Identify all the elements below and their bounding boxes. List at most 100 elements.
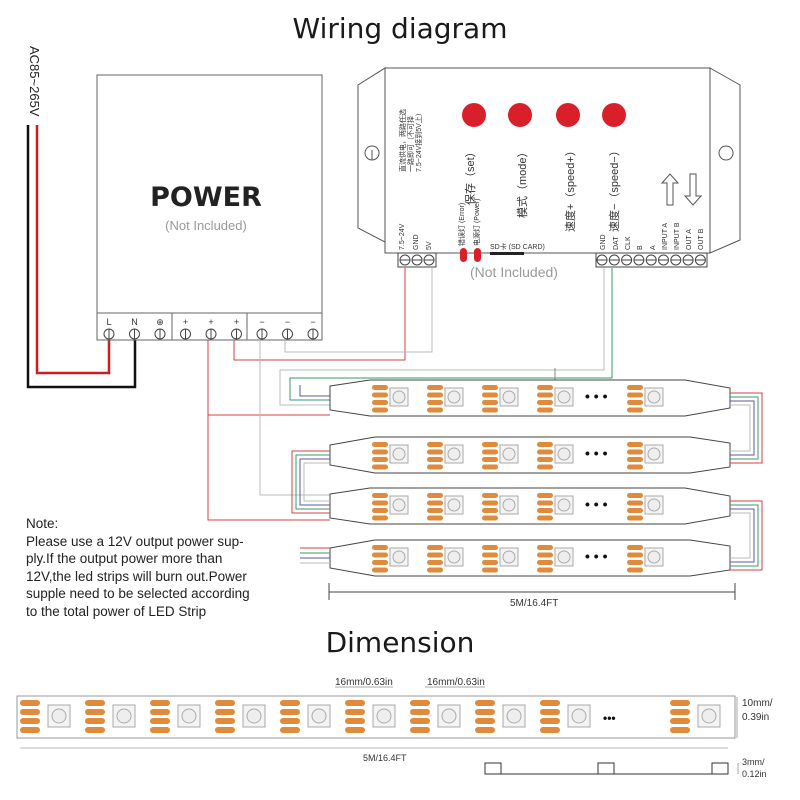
- solder-pad: [482, 449, 498, 455]
- signal-terminal-label: INPUT B: [674, 222, 681, 251]
- solder-pad: [482, 400, 498, 405]
- terminal-label: +: [208, 317, 213, 327]
- control-button: [602, 103, 626, 127]
- wire-blue: [299, 385, 330, 397]
- solder-pad: [427, 493, 443, 498]
- solder-pad: [215, 718, 235, 724]
- solder-pad: [85, 709, 105, 715]
- solder-pad: [482, 385, 498, 390]
- solder-pad: [627, 545, 643, 550]
- solder-pad: [427, 464, 443, 470]
- note-text: Note: Please use a 12V output power sup-…: [26, 515, 276, 620]
- solder-pad: [427, 442, 443, 447]
- solder-pad: [482, 508, 498, 513]
- solder-pad: [410, 709, 430, 715]
- solder-pad: [537, 457, 553, 462]
- solder-pad: [215, 727, 235, 733]
- solder-pad: [537, 407, 553, 413]
- sd-card-slot: [490, 252, 524, 255]
- solder-pad: [627, 385, 643, 390]
- solder-pad: [372, 493, 388, 498]
- solder-pad: [372, 385, 388, 390]
- solder-pad: [540, 727, 560, 733]
- solder-pad: [475, 709, 495, 715]
- loop-wire: [291, 450, 330, 514]
- power-supply: [96, 74, 323, 341]
- solder-pad: [475, 718, 495, 724]
- solder-pad: [627, 449, 643, 455]
- solder-pad: [427, 385, 443, 390]
- loop-wire: [730, 500, 763, 571]
- thickness-block: [484, 762, 502, 775]
- solder-pad: [537, 515, 553, 521]
- power-indicator-label: 电源灯 (Power): [474, 198, 481, 246]
- mount-hole-icon: [364, 145, 380, 161]
- solder-pad: [537, 400, 553, 405]
- solder-pad: [627, 508, 643, 513]
- solder-pad: [345, 700, 365, 706]
- arrow-down-icon: [683, 173, 703, 206]
- thickness-label-in: 0.12in: [742, 769, 767, 779]
- solder-pad: [215, 700, 235, 706]
- solder-pad: [427, 400, 443, 405]
- solder-pad: [427, 560, 443, 565]
- control-button: [462, 103, 486, 127]
- solder-pad: [427, 552, 443, 558]
- width-label-mm: 10mm/: [742, 698, 773, 709]
- solder-pad: [20, 718, 40, 724]
- solder-pad: [482, 457, 498, 462]
- led-strip: • • •: [329, 487, 731, 525]
- solder-pad: [345, 718, 365, 724]
- solder-pad: [670, 718, 690, 724]
- strip-length-label: 5M/16.4FT: [510, 598, 559, 609]
- solder-pad: [410, 727, 430, 733]
- thickness-block: [711, 762, 729, 775]
- signal-terminal-label: DAT: [613, 236, 620, 250]
- solder-pad: [85, 718, 105, 724]
- ac-neutral-wire: [26, 125, 137, 389]
- terminal-label: −: [285, 317, 290, 327]
- signal-terminal-label: OUT B: [698, 228, 705, 250]
- control-button: [556, 103, 580, 127]
- terminal-label: ⊕: [156, 317, 164, 327]
- solder-pad: [627, 493, 643, 498]
- signal-terminal-label: INPUT A: [662, 222, 669, 250]
- solder-pad: [627, 552, 643, 558]
- note-line: Please use a 12V output power sup-: [26, 533, 244, 549]
- solder-pad: [537, 442, 553, 447]
- controller: [357, 67, 741, 262]
- solder-pad: [482, 464, 498, 470]
- terminal-label: +: [234, 317, 239, 327]
- led-strip: • • •: [329, 436, 731, 474]
- arrow-up-icon: [660, 173, 680, 206]
- solder-pad: [670, 700, 690, 706]
- solder-pad: [627, 500, 643, 506]
- thickness-label-mm: 3mm/: [742, 757, 765, 767]
- solder-pad: [280, 709, 300, 715]
- solder-pad: [85, 700, 105, 706]
- terminal-label: +: [183, 317, 188, 327]
- solder-pad: [372, 500, 388, 506]
- solder-pad: [537, 567, 553, 573]
- power-terminal-label: GND: [413, 234, 420, 250]
- solder-pad: [537, 464, 553, 470]
- solder-pad: [410, 718, 430, 724]
- solder-pad: [427, 392, 443, 398]
- note-line: to the total power of LED Strip: [26, 603, 207, 619]
- thickness-block: [597, 762, 615, 775]
- solder-pad: [482, 567, 498, 573]
- solder-pad: [427, 567, 443, 573]
- note-heading: Note:: [26, 516, 59, 531]
- solder-pad: [627, 400, 643, 405]
- solder-pad: [427, 545, 443, 550]
- solder-pad: [280, 700, 300, 706]
- button-label-speed-down: 速度−（speed−）: [609, 145, 621, 232]
- loop-wire: [295, 454, 330, 510]
- solder-pad: [482, 493, 498, 498]
- solder-pad: [627, 567, 643, 573]
- wire-gray: [279, 268, 605, 406]
- terminal-label: N: [131, 317, 138, 327]
- ac-live-wire: [35, 125, 111, 375]
- solder-pad: [537, 545, 553, 550]
